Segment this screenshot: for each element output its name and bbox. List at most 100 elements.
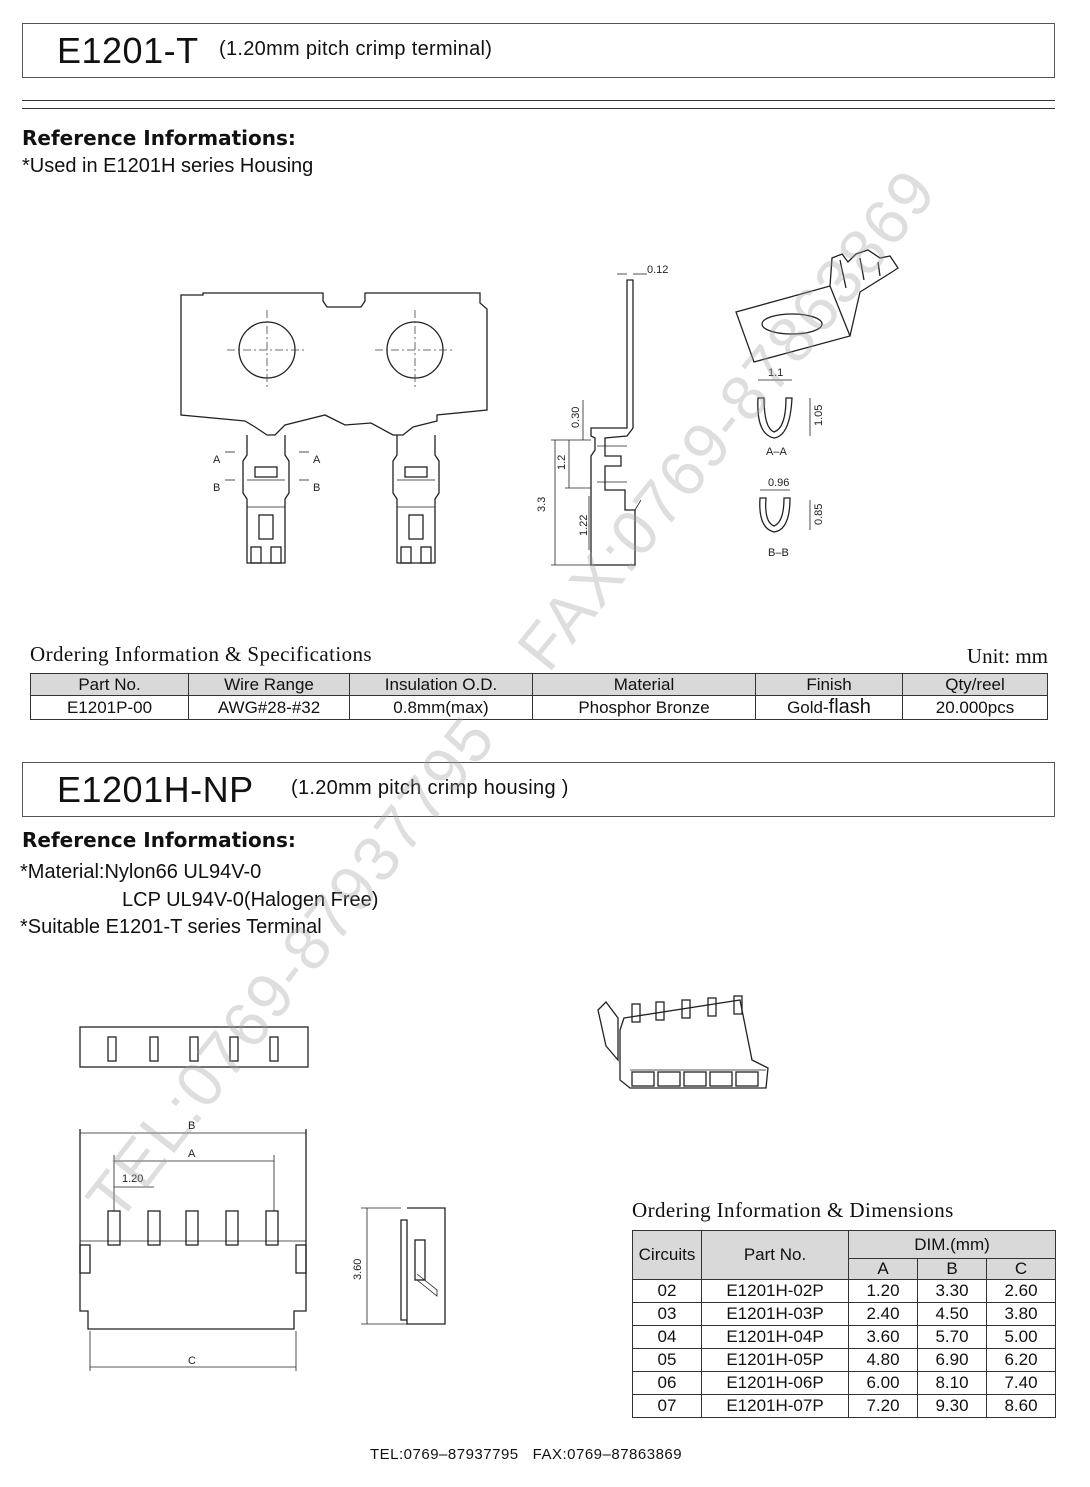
spec-header-finish: Finish bbox=[755, 673, 903, 696]
terminal-iso-and-sections: 1.1 1.05 A–A 0.96 0.85 B–B bbox=[735, 249, 899, 559]
dim-0-96: 0.96 bbox=[768, 477, 789, 489]
dim-header-circuits: Circuits bbox=[632, 1230, 702, 1280]
section-mark-b-right: B bbox=[313, 482, 320, 494]
cell-c: 8.60 bbox=[986, 1394, 1056, 1418]
spec-insulation: 0.8mm(max) bbox=[349, 695, 533, 720]
dim-0-12: 0.12 bbox=[647, 264, 668, 276]
terminal-ordering-title: Ordering Information & Specifications bbox=[30, 642, 372, 666]
dim-0-30: 0.30 bbox=[570, 407, 582, 428]
housing-material-line1: *Material:Nylon66 UL94V-0 bbox=[20, 861, 262, 883]
spec-qty: 20.000pcs bbox=[902, 695, 1048, 720]
dim-a-label: A bbox=[188, 1148, 196, 1160]
cell-b: 5.70 bbox=[917, 1325, 987, 1349]
dim-1-2: 1.2 bbox=[556, 455, 568, 470]
spec-finish-prefix: Gold- bbox=[787, 698, 829, 717]
cell-a: 1.20 bbox=[848, 1279, 918, 1303]
terminal-spec-table: Part No. Wire Range Insulation O.D. Mate… bbox=[30, 673, 1048, 720]
housing-front-view: B A 1.20 C bbox=[79, 1120, 307, 1371]
spec-finish: Gold-flash bbox=[755, 695, 903, 720]
terminal-ref-line: *Used in E1201H series Housing bbox=[22, 155, 314, 177]
cell-part-no: E1201H-03P bbox=[701, 1302, 849, 1326]
housing-subtitle: (1.20mm pitch crimp housing ) bbox=[291, 777, 569, 799]
housing-ref-heading: Reference Informations: bbox=[22, 828, 296, 852]
dim-header-b: B bbox=[917, 1258, 987, 1280]
cell-a: 6.00 bbox=[848, 1371, 918, 1395]
terminal-ref-heading: Reference Informations: bbox=[22, 126, 296, 150]
dim-b-label: B bbox=[188, 1120, 195, 1132]
cell-part-no: E1201H-06P bbox=[701, 1371, 849, 1395]
cell-b: 9.30 bbox=[917, 1394, 987, 1418]
cell-circuits: 03 bbox=[632, 1302, 702, 1326]
cell-circuits: 06 bbox=[632, 1371, 702, 1395]
spec-part-no: E1201P-00 bbox=[30, 695, 189, 720]
dim-pitch-label: 1.20 bbox=[122, 1173, 143, 1185]
cell-circuits: 04 bbox=[632, 1325, 702, 1349]
cell-c: 5.00 bbox=[986, 1325, 1056, 1349]
cell-c: 2.60 bbox=[986, 1279, 1056, 1303]
dim-header-row-1: Circuits Part No. DIM.(mm) bbox=[632, 1230, 1056, 1280]
dim-header-c: C bbox=[986, 1258, 1056, 1280]
spec-header-part-no: Part No. bbox=[30, 673, 189, 696]
housing-side-view: 3.60 bbox=[352, 1207, 446, 1325]
cell-a: 3.60 bbox=[848, 1325, 918, 1349]
cell-part-no: E1201H-04P bbox=[701, 1325, 849, 1349]
terminal-part-title: E1201-T bbox=[57, 30, 199, 71]
terminal-front-drawing: A A B B bbox=[180, 292, 488, 564]
dim-0-85: 0.85 bbox=[813, 504, 825, 525]
section-mark-a-right: A bbox=[313, 454, 321, 466]
cell-circuits: 07 bbox=[632, 1394, 702, 1418]
housing-suitable-line: *Suitable E1201-T series Terminal bbox=[20, 916, 322, 938]
spec-material: Phosphor Bronze bbox=[532, 695, 756, 720]
footer-contact: TEL:0769–87937795 FAX:0769–87863869 bbox=[370, 1446, 683, 1463]
spec-header-qty: Qty/reel bbox=[902, 673, 1048, 696]
dim-1-1: 1.1 bbox=[768, 367, 783, 379]
section-label-bb: B–B bbox=[768, 547, 789, 559]
spec-header-wire-range: Wire Range bbox=[188, 673, 350, 696]
dim-header-row-2: A B C bbox=[633, 1258, 1056, 1280]
dim-1-05: 1.05 bbox=[813, 405, 825, 426]
section-mark-b-left: B bbox=[213, 482, 220, 494]
spec-header-insulation: Insulation O.D. bbox=[349, 673, 533, 696]
housing-part-title: E1201H-NP bbox=[57, 769, 254, 810]
spec-finish-suffix: flash bbox=[828, 696, 871, 718]
cell-part-no: E1201H-02P bbox=[701, 1279, 849, 1303]
double-rule bbox=[22, 100, 1055, 109]
cell-a: 2.40 bbox=[848, 1302, 918, 1326]
dim-header-group: DIM.(mm) bbox=[848, 1230, 1056, 1259]
cell-b: 3.30 bbox=[917, 1279, 987, 1303]
spec-wire-range: AWG#28-#32 bbox=[188, 695, 350, 720]
dim-1-22: 1.22 bbox=[578, 515, 590, 536]
cell-c: 7.40 bbox=[986, 1371, 1056, 1395]
spec-data-row: E1201P-00 AWG#28-#32 0.8mm(max) Phosphor… bbox=[30, 695, 1048, 720]
section-label-aa: A–A bbox=[766, 446, 787, 458]
terminal-side-drawing: 0.12 3.3 1.2 0.30 1.22 bbox=[536, 264, 668, 566]
section-mark-a-left: A bbox=[213, 454, 221, 466]
cell-part-no: E1201H-07P bbox=[701, 1394, 849, 1418]
dim-header-a: A bbox=[848, 1258, 918, 1280]
cell-b: 6.90 bbox=[917, 1348, 987, 1372]
cell-c: 6.20 bbox=[986, 1348, 1056, 1372]
housing-ordering-title: Ordering Information & Dimensions bbox=[632, 1198, 954, 1222]
cell-b: 4.50 bbox=[917, 1302, 987, 1326]
dim-c-label: C bbox=[188, 1355, 196, 1367]
cell-circuits: 05 bbox=[632, 1348, 702, 1372]
housing-title-box: E1201H-NP (1.20mm pitch crimp housing ) bbox=[22, 762, 1055, 817]
housing-material-line2: LCP UL94V-0(Halogen Free) bbox=[122, 889, 379, 911]
cell-a: 4.80 bbox=[848, 1348, 918, 1372]
dim-3-3: 3.3 bbox=[536, 497, 548, 512]
spec-header-material: Material bbox=[532, 673, 756, 696]
cell-c: 3.80 bbox=[986, 1302, 1056, 1326]
dim-header-part-no: Part No. bbox=[701, 1230, 849, 1280]
unit-label: Unit: mm bbox=[966, 644, 1048, 668]
terminal-title-box: E1201-T (1.20mm pitch crimp terminal) bbox=[22, 23, 1055, 78]
cell-circuits: 02 bbox=[632, 1279, 702, 1303]
dim-height-label: 3.60 bbox=[352, 1259, 364, 1280]
housing-top-view bbox=[79, 1026, 309, 1068]
housing-iso-view bbox=[597, 995, 769, 1089]
